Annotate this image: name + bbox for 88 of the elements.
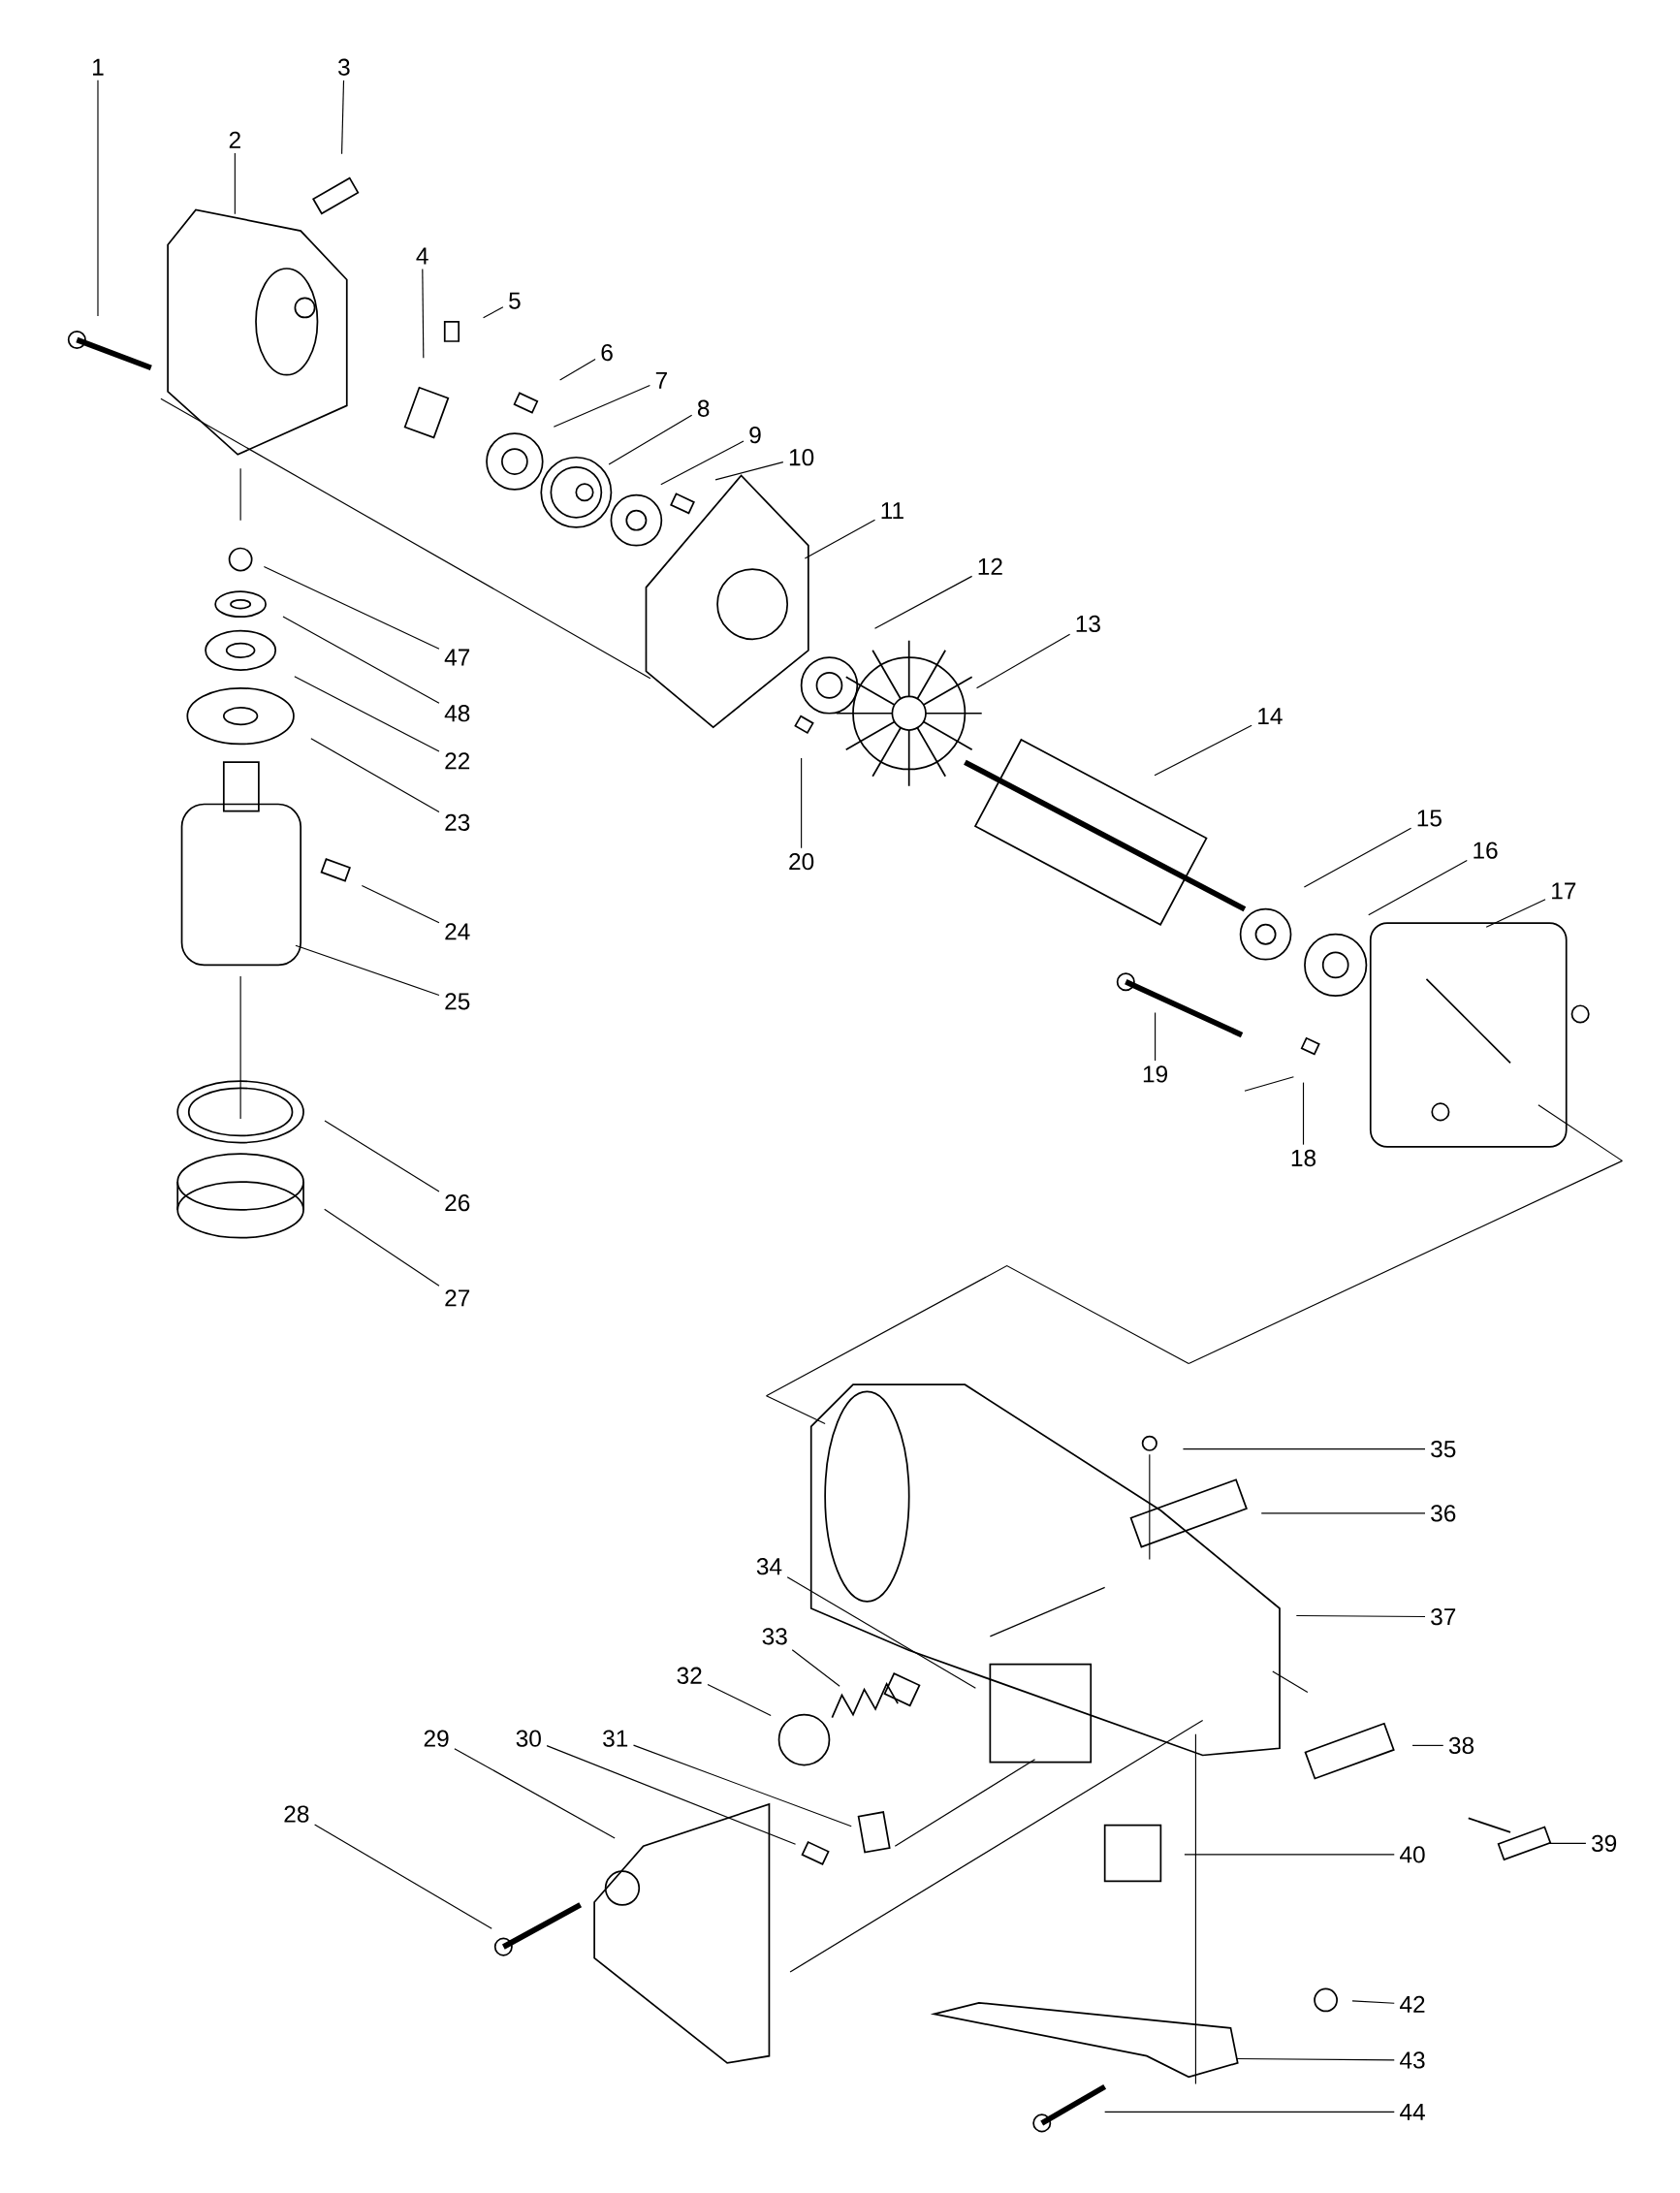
callout-number: 10 xyxy=(790,449,814,466)
callout-number: 20 xyxy=(789,853,814,871)
leader-line xyxy=(976,633,1071,689)
leader-line xyxy=(1411,1744,1444,1746)
leader-line xyxy=(1368,859,1469,916)
callout-number: 7 xyxy=(656,372,668,389)
leader-line xyxy=(707,1683,772,1717)
leader-line xyxy=(483,306,504,319)
leader-line xyxy=(1154,724,1252,777)
leader-line xyxy=(1260,1512,1426,1514)
callout-number: 37 xyxy=(1431,1608,1456,1626)
callout-number: 8 xyxy=(698,399,710,417)
callout-number: 11 xyxy=(881,502,904,519)
leader-line xyxy=(314,1824,492,1929)
callout-number: 19 xyxy=(1144,1065,1168,1083)
callout-number: 48 xyxy=(444,705,470,722)
leader-line xyxy=(874,575,973,629)
callout-number: 13 xyxy=(1076,615,1101,633)
callout-number: 43 xyxy=(1400,2051,1425,2069)
leader-line xyxy=(235,152,237,215)
callout-number: 44 xyxy=(1400,2103,1426,2120)
callout-number: 2 xyxy=(230,131,241,148)
callout-number: 31 xyxy=(603,1730,628,1747)
leader-line xyxy=(1351,2000,1396,2004)
leader-line xyxy=(633,1744,853,1828)
callout-number: 12 xyxy=(978,557,1002,575)
leader-line xyxy=(324,1120,440,1192)
callout-number: 42 xyxy=(1400,1995,1425,2013)
leader-line xyxy=(1235,2057,1396,2061)
callout-number: 5 xyxy=(509,292,521,309)
callout-number: 32 xyxy=(677,1667,702,1684)
callout-number: 17 xyxy=(1552,882,1576,900)
callout-number: 14 xyxy=(1258,708,1283,725)
callout-number: 40 xyxy=(1400,1846,1425,1863)
leader-line xyxy=(362,884,440,924)
leader-line xyxy=(1304,827,1412,888)
leader-line xyxy=(786,1576,977,1689)
callout-number: 18 xyxy=(1292,1149,1316,1167)
leader-line xyxy=(454,1748,616,1839)
callout-number: 30 xyxy=(516,1730,542,1747)
callout-number: 29 xyxy=(424,1730,449,1747)
callout-number: 22 xyxy=(445,752,470,770)
leader-line xyxy=(805,519,876,559)
leader-line xyxy=(1485,899,1546,928)
callout-number: 33 xyxy=(762,1628,787,1645)
leader-line xyxy=(801,757,803,849)
callout-number: 23 xyxy=(445,813,470,831)
leader-line xyxy=(97,79,99,317)
leader-line xyxy=(1303,1082,1305,1146)
leader-line xyxy=(714,461,784,481)
callout-number: 1 xyxy=(93,58,104,76)
leader-line xyxy=(1295,1614,1426,1618)
callout-number: 24 xyxy=(445,923,470,940)
callout-number: 9 xyxy=(749,427,761,444)
callout-number: 39 xyxy=(1592,1834,1617,1852)
leader-line xyxy=(559,359,596,381)
leader-line xyxy=(295,944,440,996)
callout-number: 36 xyxy=(1431,1505,1456,1522)
leader-line xyxy=(791,1649,840,1687)
callout-number: 15 xyxy=(1417,810,1442,827)
callout-number: 16 xyxy=(1474,842,1498,859)
callout-number: 47 xyxy=(444,649,470,666)
callout-number: 6 xyxy=(601,343,614,362)
leader-line xyxy=(1184,1854,1396,1856)
leader-line xyxy=(546,1745,797,1845)
leader-line xyxy=(341,79,345,155)
leader-line xyxy=(553,385,651,428)
leader-line xyxy=(1104,2111,1396,2113)
callout-number: 34 xyxy=(757,1558,782,1575)
leader-line xyxy=(282,616,440,704)
leader-line xyxy=(1155,1011,1157,1062)
leader-line xyxy=(294,676,440,752)
leader-line xyxy=(264,565,440,650)
leader-line xyxy=(1183,1447,1426,1450)
callout-number: 28 xyxy=(284,1805,309,1823)
leader-line xyxy=(660,440,745,486)
callout-number: 27 xyxy=(445,1289,470,1307)
callout-number: 25 xyxy=(445,993,470,1010)
leader-line xyxy=(310,738,440,813)
callout-number: 3 xyxy=(338,58,350,76)
callout-number: 4 xyxy=(416,247,428,265)
leader-line xyxy=(422,269,425,359)
callout-number: 38 xyxy=(1449,1736,1474,1754)
callout-number: 26 xyxy=(445,1194,470,1212)
leader-line xyxy=(324,1208,440,1287)
callout-number: 35 xyxy=(1431,1440,1456,1458)
leader-line xyxy=(608,414,693,465)
leader-line xyxy=(1547,1842,1587,1844)
